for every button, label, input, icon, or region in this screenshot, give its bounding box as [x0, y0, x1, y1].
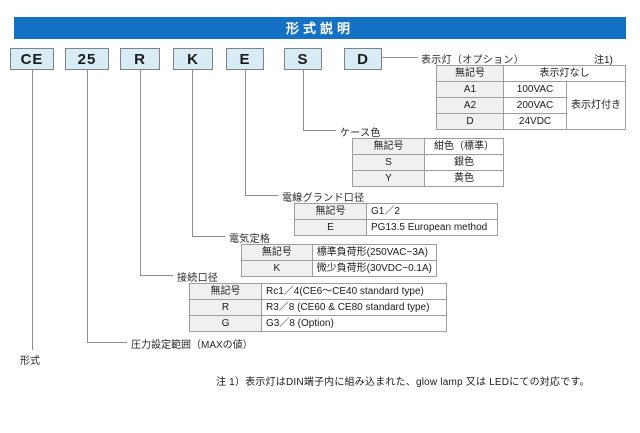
caption-electrical-rating: 電気定格: [229, 234, 271, 245]
table-row: A2 200VAC: [435, 97, 626, 114]
code-segment-port-size[interactable]: R: [120, 48, 160, 70]
table-row: 無記号 紺色（標準）: [352, 138, 504, 155]
leader-line-cable-gland-v: [245, 70, 246, 195]
table-row: 無記号 標準負荷形(250VAC−3A): [241, 244, 438, 261]
code-segment-pressure-range[interactable]: 25: [65, 48, 109, 70]
cell-value: 紺色（標準）: [424, 138, 504, 155]
table-row: 無記号 G1／2: [294, 203, 498, 220]
cell-key: S: [352, 154, 425, 171]
cell-group-label: 表示灯付き: [566, 81, 626, 130]
cell-value: 24VDC: [503, 113, 567, 130]
leader-line-port-size-h: [140, 275, 173, 276]
leader-line-case-color-v: [303, 70, 304, 130]
table-row: D 24VDC: [435, 113, 626, 130]
page-title: 形式説明: [285, 20, 354, 36]
cell-key: A1: [435, 81, 505, 98]
leader-line-pressure-range-h: [87, 342, 127, 343]
caption-indicator-lamp: 表示灯（オプション）: [421, 55, 524, 66]
cell-key: Y: [352, 170, 425, 187]
note-ref-indicator-lamp: 注1): [594, 55, 613, 66]
code-segment-cable-gland[interactable]: E: [226, 48, 264, 70]
leader-line-pressure-range-v: [87, 70, 88, 342]
leader-line-electrical-rating-v: [192, 70, 193, 236]
table-row: E PG13.5 European method: [294, 219, 498, 236]
table-row: G G3／8 (Option): [189, 315, 447, 332]
cell-value: R3／8 (CE60 & CE80 standard type): [261, 299, 447, 316]
code-segment-electrical-rating[interactable]: K: [173, 48, 213, 70]
label-pressure-range: 圧力設定範囲（MAXの値）: [131, 340, 253, 351]
cell-value: G3／8 (Option): [261, 315, 447, 332]
leader-line-cable-gland-h: [245, 195, 278, 196]
table-row: Y 黄色: [352, 170, 504, 187]
page-header-banner: 形式説明: [14, 17, 626, 39]
label-model: 形式: [20, 356, 40, 367]
cell-key: 無記号: [189, 283, 262, 300]
cell-key: D: [435, 113, 505, 130]
cell-value: Rc1／4(CE6〜CE40 standard type): [261, 283, 447, 300]
cell-key: 無記号: [352, 138, 425, 155]
cell-value: 標準負荷形(250VAC−3A): [311, 244, 438, 261]
table-row: R R3／8 (CE60 & CE80 standard type): [189, 299, 447, 316]
caption-port-size: 接続口径: [177, 273, 219, 284]
caption-cable-gland: 電線グランド口径: [282, 193, 365, 204]
footnote-text: 注 1）表示灯はDIN端子内に組み込まれた、glow lamp 又は LEDにて…: [216, 377, 590, 388]
table-case-color: 無記号 紺色（標準） S 銀色 Y 黄色: [352, 138, 504, 187]
cell-value: 200VAC: [503, 97, 567, 114]
table-row: A1 100VAC 表示灯付き: [435, 81, 626, 130]
leader-line-electrical-rating-h: [192, 236, 225, 237]
cell-key: A2: [435, 97, 505, 114]
table-row: 無記号 Rc1／4(CE6〜CE40 standard type): [189, 283, 447, 300]
leader-line-indicator-lamp: [382, 57, 418, 58]
cell-value: PG13.5 European method: [366, 219, 498, 236]
table-electrical-rating: 無記号 標準負荷形(250VAC−3A) K 微少負荷形(30VDC−0.1A): [241, 244, 438, 277]
cell-key: E: [294, 219, 367, 236]
table-port-size: 無記号 Rc1／4(CE6〜CE40 standard type) R R3／8…: [189, 283, 447, 332]
cell-value: 銀色: [424, 154, 504, 171]
cell-key: 無記号: [435, 65, 505, 82]
code-segment-case-color[interactable]: S: [284, 48, 322, 70]
cell-value: 表示灯なし: [503, 65, 626, 82]
cell-value: 微少負荷形(30VDC−0.1A): [311, 260, 438, 277]
code-segment-indicator-lamp[interactable]: D: [344, 48, 382, 70]
cell-value: 100VAC: [503, 81, 567, 98]
cell-key: R: [189, 299, 262, 316]
leader-line-port-size-v: [140, 70, 141, 275]
cell-key: 無記号: [241, 244, 313, 261]
table-indicator-lamp: 無記号 表示灯なし A1 100VAC 表示灯付き A2 200VAC D 24…: [435, 65, 626, 130]
leader-line-case-color-h: [303, 130, 336, 131]
cell-key: G: [189, 315, 262, 332]
cell-value: 黄色: [424, 170, 504, 187]
cell-value: G1／2: [366, 203, 498, 220]
table-cable-gland: 無記号 G1／2 E PG13.5 European method: [294, 203, 498, 236]
table-row: S 銀色: [352, 154, 504, 171]
cell-key: K: [241, 260, 313, 277]
caption-case-color: ケース色: [340, 128, 381, 139]
cell-key: 無記号: [294, 203, 367, 220]
table-row: K 微少負荷形(30VDC−0.1A): [241, 260, 438, 277]
leader-line-model-v: [32, 70, 33, 350]
table-row: 無記号 表示灯なし: [435, 65, 626, 82]
code-segment-model[interactable]: CE: [10, 48, 54, 70]
